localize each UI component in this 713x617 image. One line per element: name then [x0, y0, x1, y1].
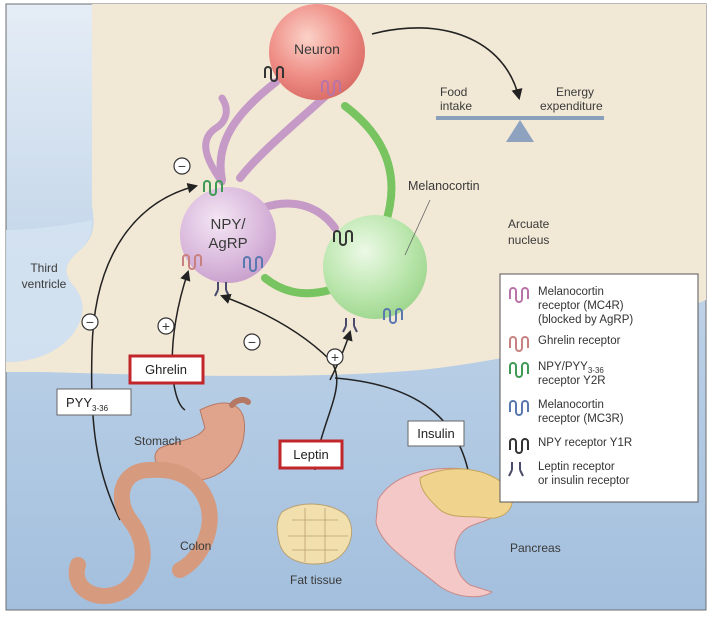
fat-tissue-label: Fat tissue [290, 573, 342, 587]
third-ventricle-label-line1: Third [30, 261, 57, 275]
legend-item: Ghrelin receptor [509, 335, 621, 352]
melanocortin-label: Melanocortin [408, 179, 480, 193]
legend-text: receptor (MC4R) [538, 300, 624, 312]
npy-label-line2: AgRP [208, 235, 247, 252]
legend-text: (blocked by AgRP) [538, 314, 633, 326]
colon-illustration [68, 461, 218, 604]
mc3r-receptor-icon [383, 308, 403, 324]
pancreas-label: Pancreas [510, 541, 561, 555]
ghrelin-receptor-icon [509, 336, 529, 352]
svg-text:−: − [86, 314, 94, 330]
legend-text: NPY/PYY3-36 [538, 361, 604, 375]
legend-text: receptor Y2R [538, 375, 606, 387]
svg-text:PYY3-36: PYY3-36 [66, 395, 109, 413]
fat-tissue-illustration [276, 503, 353, 565]
pancreas-illustration [375, 467, 513, 598]
y2r-receptor-icon [203, 180, 223, 196]
leptin-insulin-receptor-icon [214, 282, 230, 297]
svg-text:Insulin: Insulin [417, 426, 455, 441]
stomach-label: Stomach [134, 434, 181, 448]
leptin-insulin-receptor-icon [508, 462, 524, 477]
legend-text: Ghrelin receptor [538, 335, 621, 347]
neuron-to-balance-arrow [371, 27, 523, 101]
energy-label-line1: Energy [556, 85, 594, 99]
energy-balance-scale [436, 116, 604, 142]
sign-leptin-excite: + [326, 348, 344, 366]
third-ventricle-label-line2: ventricle [22, 277, 67, 291]
legend-text: receptor (MC3R) [538, 413, 624, 425]
svg-text:Leptin: Leptin [293, 447, 328, 462]
svg-text:+: + [162, 318, 170, 334]
energy-label-line2: expenditure [540, 99, 603, 113]
ghrelin-receptor-icon [182, 254, 202, 270]
mc3r-receptor-icon [509, 400, 529, 416]
legend-item: Melanocortin receptor (MC4R) (blocked by A… [509, 286, 633, 326]
y2r-receptor-icon [509, 362, 529, 378]
neuron-label: Neuron [294, 41, 340, 57]
legend-text: or insulin receptor [538, 475, 630, 487]
food-intake-label-line2: intake [440, 99, 472, 113]
arcuate-label-line2: nucleus [508, 233, 549, 247]
pyy-box: PYY3-36 [56, 388, 132, 416]
y1r-receptor-icon [333, 230, 353, 246]
third-ventricle [6, 220, 92, 362]
leptin-insulin-receptor-icon [342, 318, 358, 333]
legend-item: Melanocortin receptor (MC3R) [509, 399, 624, 425]
stomach-illustration [154, 396, 251, 482]
y1r-receptor-icon [509, 438, 529, 454]
legend-item: Leptin receptor or insulin receptor [508, 461, 630, 487]
y1r-receptor-icon [264, 66, 284, 82]
mc4r-receptor-icon [321, 80, 341, 96]
svg-text:−: − [178, 158, 186, 174]
legend: Melanocortin receptor (MC4R) (blocked by A… [499, 273, 699, 503]
sign-pyy: − [81, 313, 99, 331]
mc4r-receptor-icon [509, 287, 529, 303]
ghrelin-box: Ghrelin [128, 354, 205, 385]
npy-label-line1: NPY/ [210, 216, 246, 233]
legend-text: NPY receptor Y1R [538, 437, 632, 449]
neuron-cell [269, 4, 365, 100]
legend-text: Leptin receptor [538, 461, 615, 473]
arcuate-label-line1: Arcuate [508, 217, 550, 231]
melanocortin-cell [323, 215, 427, 319]
legend-item: NPY receptor Y1R [509, 437, 632, 454]
sign-leptin-inhibit: − [243, 333, 261, 351]
receptors-on-cells [182, 66, 403, 333]
svg-text:Ghrelin: Ghrelin [145, 362, 187, 377]
sign-ghrelin: + [157, 317, 175, 335]
svg-text:+: + [331, 349, 339, 365]
colon-label: Colon [180, 539, 211, 553]
sign-npy-top: − [173, 157, 191, 175]
legend-text: Melanocortin [538, 399, 604, 411]
npy-agrp-cell [180, 187, 276, 283]
melanocortin-pointer [404, 199, 431, 256]
insulin-box: Insulin [407, 420, 465, 447]
mc3r-receptor-icon [243, 256, 263, 272]
axon-projections [202, 78, 396, 298]
svg-text:−: − [248, 334, 256, 350]
legend-text: Melanocortin [538, 286, 604, 298]
food-intake-label-line1: Food [440, 85, 467, 99]
leptin-box: Leptin [278, 439, 344, 470]
